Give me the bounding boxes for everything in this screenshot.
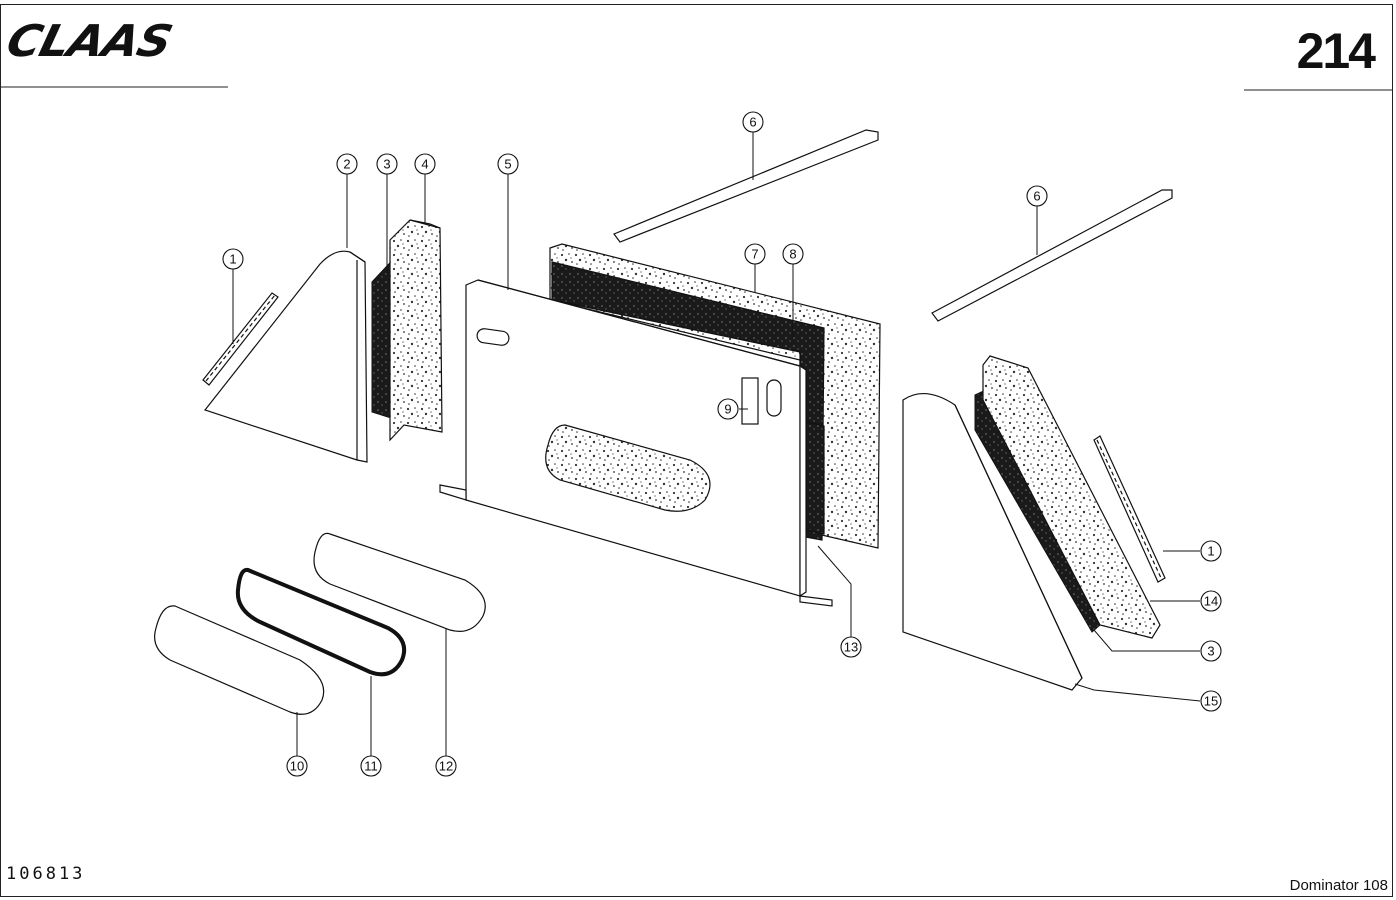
callout-5: 5 (497, 153, 519, 175)
svg-text:14: 14 (1204, 594, 1218, 609)
svg-text:2: 2 (343, 157, 350, 172)
leader-lines (232, 131, 1201, 756)
callout-10: 10 (286, 755, 308, 777)
part-1-right-strip (1093, 435, 1166, 583)
callout-1-right: 1 (1200, 540, 1222, 562)
page-number: 214 (1296, 23, 1376, 79)
callout-7: 7 (744, 243, 766, 265)
callouts: 1 2 3 4 5 6 6 7 8 9 10 11 12 13 1 14 3 1… (222, 111, 1222, 777)
part-6-lower-rod (931, 189, 1173, 322)
part-12-oval-plate (313, 532, 486, 632)
svg-text:10: 10 (290, 759, 304, 774)
callout-3-right: 3 (1200, 640, 1222, 662)
part-10-oval-plate (154, 605, 325, 715)
svg-text:12: 12 (439, 759, 453, 774)
page-frame (0, 4, 1393, 897)
svg-text:7: 7 (751, 247, 758, 262)
svg-text:11: 11 (364, 759, 378, 774)
svg-text:5: 5 (504, 157, 511, 172)
svg-text:13: 13 (844, 640, 858, 655)
svg-text:1: 1 (1207, 544, 1214, 559)
callout-14: 14 (1200, 590, 1222, 612)
part-4-foam-block (389, 219, 443, 442)
svg-text:6: 6 (749, 115, 756, 130)
part-2-side-panel (203, 250, 368, 463)
svg-text:4: 4 (421, 157, 428, 172)
model-label: Dominator 108 (1289, 877, 1388, 894)
callout-8: 8 (782, 243, 804, 265)
callout-2: 2 (336, 153, 358, 175)
svg-text:9: 9 (724, 402, 731, 417)
part-11-rubber-seal (235, 567, 407, 677)
callout-6-upper: 6 (742, 111, 764, 133)
svg-text:3: 3 (383, 157, 390, 172)
callout-13: 13 (840, 636, 862, 658)
svg-text:8: 8 (789, 247, 796, 262)
callout-15: 15 (1200, 690, 1222, 712)
callout-3-left: 3 (376, 153, 398, 175)
callout-6-lower: 6 (1026, 185, 1048, 207)
callout-1-left: 1 (222, 248, 244, 270)
part-6-upper-rod (613, 129, 879, 243)
svg-text:1: 1 (229, 252, 236, 267)
part-1-left-strip (202, 292, 279, 386)
callout-4: 4 (414, 153, 436, 175)
part-5-main-panel (439, 279, 833, 607)
part-15-right-panel (902, 393, 1083, 691)
document-number: 106813 (6, 864, 86, 884)
svg-text:6: 6 (1033, 189, 1040, 204)
part-14-right-foam (982, 355, 1161, 639)
callout-12: 12 (435, 755, 457, 777)
svg-text:3: 3 (1207, 644, 1214, 659)
callout-11: 11 (360, 755, 382, 777)
svg-text:15: 15 (1204, 694, 1218, 709)
callout-9: 9 (717, 398, 739, 420)
